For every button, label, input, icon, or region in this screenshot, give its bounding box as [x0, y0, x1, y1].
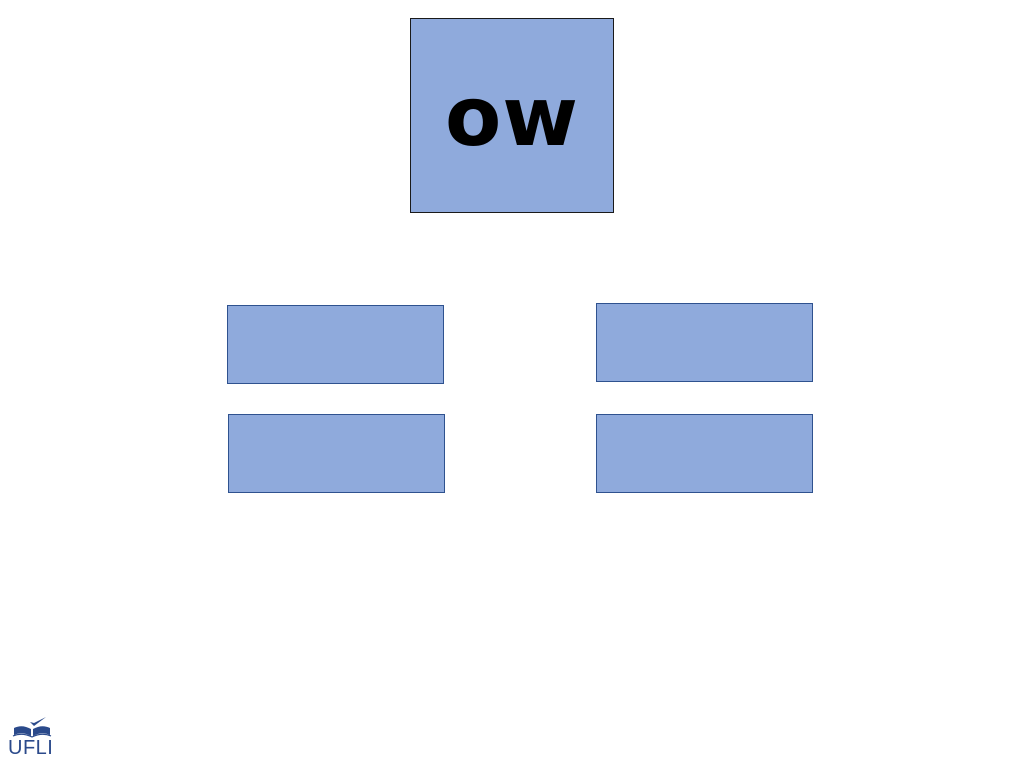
phonogram-card: ow — [410, 18, 614, 213]
ufli-logo: UFLI — [8, 716, 58, 762]
answer-box-top-left[interactable] — [227, 305, 444, 384]
phonogram-text: ow — [444, 69, 580, 165]
answer-box-bottom-left[interactable] — [228, 414, 445, 493]
open-book-with-bird-icon — [12, 717, 52, 738]
answer-box-top-right[interactable] — [596, 303, 813, 382]
answer-box-bottom-right[interactable] — [596, 414, 813, 493]
logo-text: UFLI — [8, 737, 54, 759]
